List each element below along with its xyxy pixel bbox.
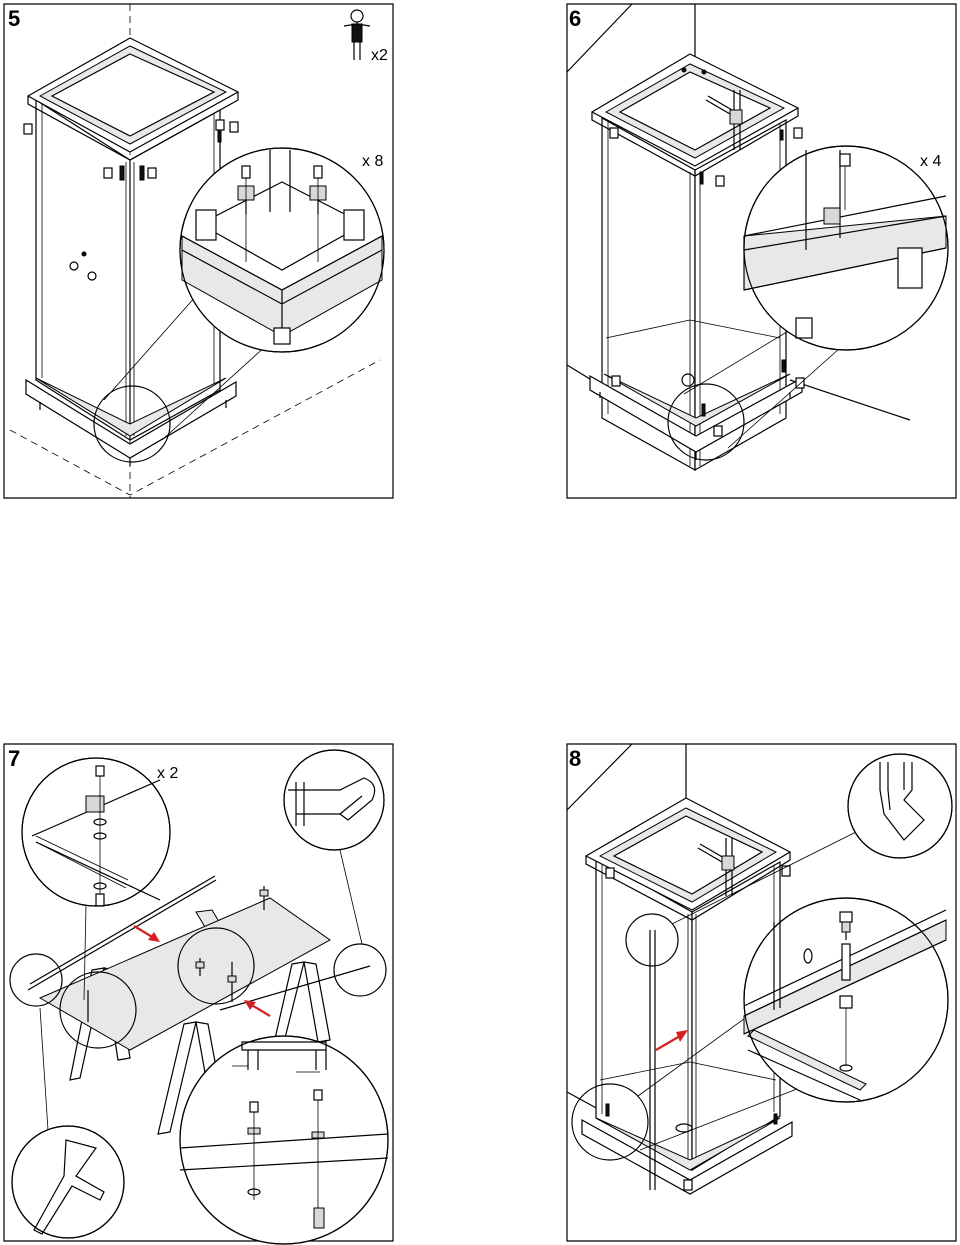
step-5-panel: 5 x2 <box>3 3 394 499</box>
glass-shelf <box>38 897 331 1051</box>
step-6-quantity: x 4 <box>920 153 941 170</box>
cabinet <box>581 797 793 1195</box>
detail-marker <box>571 1083 649 1161</box>
arrow-icon <box>655 1030 688 1051</box>
step-number: 6 <box>569 6 581 31</box>
detail-marker <box>9 953 63 1007</box>
zoom-detail <box>21 757 171 1001</box>
detail-marker <box>59 971 137 1049</box>
profile-icon <box>847 753 953 859</box>
panel-frame <box>566 3 957 499</box>
panel-frame <box>566 743 957 1242</box>
detail-marker <box>333 943 387 997</box>
step-number: 5 <box>8 6 20 31</box>
panel-frame <box>3 3 394 499</box>
step-7-quantity: x 2 <box>157 765 178 782</box>
panel-frame <box>3 743 394 1242</box>
detail-marker <box>625 913 679 967</box>
cabinet <box>23 37 240 466</box>
screw-icon <box>237 165 327 262</box>
detail-marker <box>667 383 745 461</box>
zoom-detail <box>743 897 949 1103</box>
step-number: 8 <box>569 746 581 771</box>
step-number: 7 <box>8 746 20 771</box>
arrow-icon <box>133 925 271 1017</box>
detail-marker <box>93 385 171 463</box>
person-count: x2 <box>371 47 388 64</box>
floor-line <box>9 359 381 496</box>
step-7-panel: 7 <box>3 743 394 1245</box>
profile-icon <box>11 1007 125 1239</box>
profile-rail <box>29 875 216 985</box>
step-6-panel: 6 <box>566 3 957 499</box>
zoom-detail <box>179 1035 389 1245</box>
step-5-quantity: x 8 <box>362 153 383 170</box>
detail-marker <box>177 927 255 1005</box>
zoom-detail <box>179 147 385 353</box>
person-icon <box>343 9 371 60</box>
zoom-detail <box>743 145 949 351</box>
profile-icon <box>283 749 385 945</box>
step-8-panel: 8 <box>566 743 957 1242</box>
profile-rail <box>649 930 656 1190</box>
